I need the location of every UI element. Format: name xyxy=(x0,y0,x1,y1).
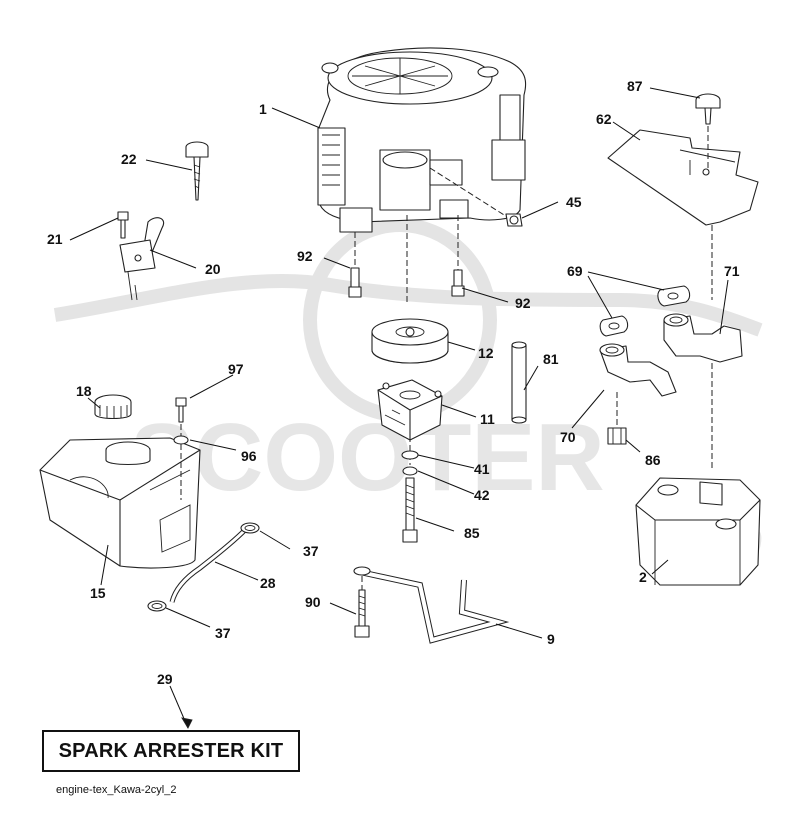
washer-part-41 xyxy=(401,450,419,460)
gasket-part-69-a xyxy=(657,285,691,307)
washer-part-42 xyxy=(402,466,418,476)
throttle-control-part-20 xyxy=(119,217,165,301)
rod-part-9 xyxy=(353,566,510,644)
bolt-part-90 xyxy=(354,589,370,638)
fuel-tank-part-15 xyxy=(39,437,201,569)
callout-90: 90 xyxy=(305,594,321,610)
callout-70: 70 xyxy=(560,429,576,445)
hose-clamp-part-37-top xyxy=(240,522,260,534)
guide-line-part-45 xyxy=(429,167,513,221)
callout-1: 1 xyxy=(259,101,267,117)
callout-96: 96 xyxy=(241,448,257,464)
exhaust-pipe-part-71 xyxy=(663,313,743,363)
callout-97: 97 xyxy=(228,361,244,377)
knob-part-22 xyxy=(185,141,209,201)
bolt-part-85 xyxy=(402,477,418,543)
callout-22: 22 xyxy=(121,151,137,167)
bolt-part-97 xyxy=(175,397,187,423)
screw-part-21 xyxy=(117,211,129,239)
callout-12: 12 xyxy=(478,345,494,361)
callout-11: 11 xyxy=(480,411,495,427)
callout-29: 29 xyxy=(157,671,173,687)
callout-86: 86 xyxy=(645,452,661,468)
fitting-part-45 xyxy=(505,213,523,227)
callout-2: 2 xyxy=(639,569,647,585)
pulley-part-12 xyxy=(371,318,449,364)
spark-arrester-kit-box: SPARK ARRESTER KIT xyxy=(42,730,300,772)
spark-arrester-kit-label: SPARK ARRESTER KIT xyxy=(58,739,284,762)
watermark-text: SCOOTER xyxy=(130,404,605,511)
callout-87: 87 xyxy=(627,78,643,94)
callout-92-left: 92 xyxy=(297,248,313,264)
callout-15: 15 xyxy=(90,585,106,601)
engine-part-1 xyxy=(317,47,527,233)
nut-part-86 xyxy=(607,427,627,445)
callout-18: 18 xyxy=(76,383,92,399)
callout-71: 71 xyxy=(724,263,740,279)
washer-part-96 xyxy=(173,435,189,445)
gasket-part-69-b xyxy=(599,315,629,337)
callout-21: 21 xyxy=(47,231,63,247)
callout-62: 62 xyxy=(596,111,612,127)
callout-37-bottom: 37 xyxy=(215,625,231,641)
heat-shield-part-62 xyxy=(607,129,759,226)
callout-45: 45 xyxy=(566,194,582,210)
fuel-line-part-28 xyxy=(169,528,247,603)
muffler-part-2 xyxy=(635,477,761,586)
bolt-part-92-left xyxy=(348,267,362,298)
callout-85: 85 xyxy=(464,525,480,541)
callout-37-top: 37 xyxy=(303,543,319,559)
callout-28: 28 xyxy=(260,575,276,591)
callout-92-right: 92 xyxy=(515,295,531,311)
callout-9: 9 xyxy=(547,631,555,647)
callout-42: 42 xyxy=(474,487,490,503)
callout-20: 20 xyxy=(205,261,221,277)
callout-41: 41 xyxy=(474,461,490,477)
callout-69: 69 xyxy=(567,263,583,279)
hose-clamp-part-37-bottom xyxy=(147,600,167,612)
callout-numbers: 1 2 9 11 12 15 18 20 21 22 28 29 37 37 4… xyxy=(47,78,740,687)
exhaust-pipe-part-70 xyxy=(599,343,677,397)
clutch-part-11 xyxy=(377,379,443,441)
tube-part-81 xyxy=(511,341,527,424)
leader-lines xyxy=(69,87,729,729)
diagram-code: engine-tex_Kawa-2cyl_2 xyxy=(56,784,177,796)
bolt-part-92-right xyxy=(451,269,465,297)
bolt-part-87 xyxy=(695,93,721,125)
callout-81: 81 xyxy=(543,351,559,367)
gas-cap-part-18 xyxy=(94,394,132,420)
